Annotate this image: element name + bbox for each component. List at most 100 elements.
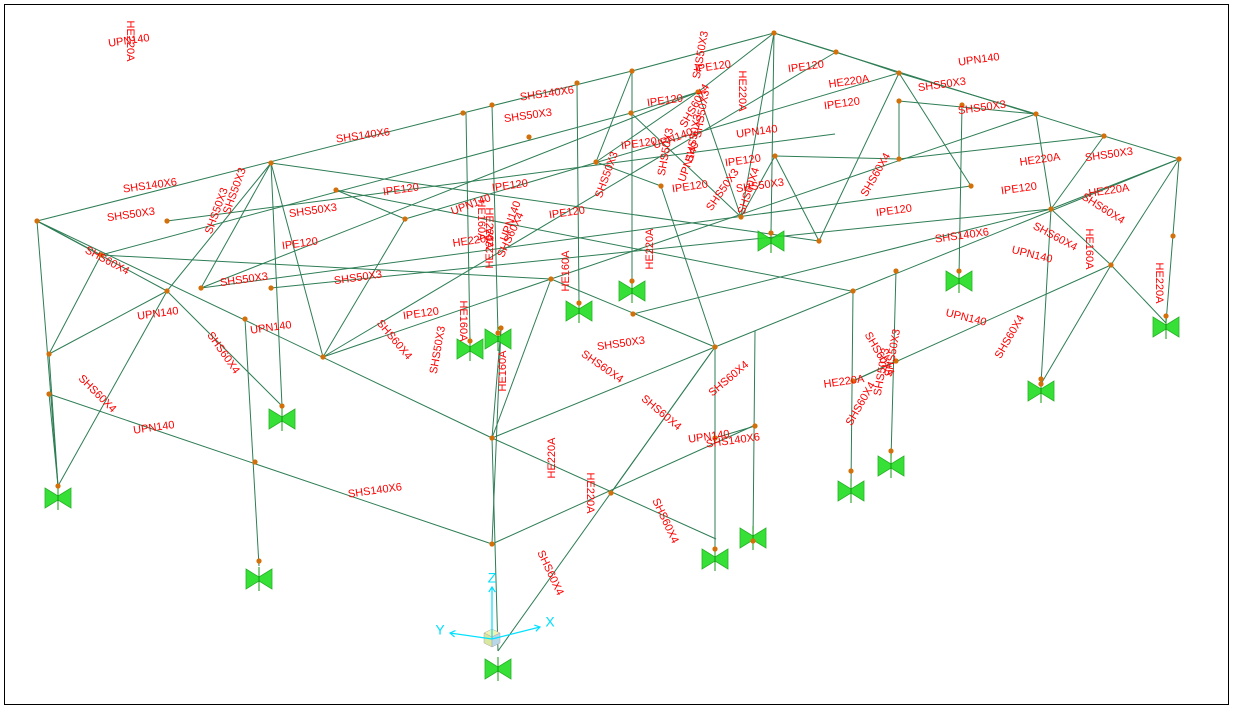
joint[interactable] xyxy=(55,483,61,489)
frame-member[interactable] xyxy=(1103,135,1180,160)
frame-member[interactable] xyxy=(898,72,972,187)
joint[interactable] xyxy=(495,330,501,336)
frame-member[interactable] xyxy=(697,32,775,93)
joint[interactable] xyxy=(816,238,822,244)
frame-member[interactable] xyxy=(322,51,837,358)
joint[interactable] xyxy=(896,156,902,162)
joint[interactable] xyxy=(1038,376,1044,382)
joint[interactable] xyxy=(593,159,599,165)
support-icon[interactable] xyxy=(1152,315,1180,339)
frame-member[interactable] xyxy=(322,218,406,358)
joint[interactable] xyxy=(608,490,614,496)
frame-member[interactable] xyxy=(595,70,633,163)
joint[interactable] xyxy=(1170,233,1176,239)
frame-member[interactable] xyxy=(576,82,580,304)
frame-member[interactable] xyxy=(48,353,59,487)
structural-model-view[interactable]: SHS140X6SHS50X3SHS140X6SHS50X3SHS140X6SH… xyxy=(5,5,1230,706)
joint[interactable] xyxy=(1176,156,1182,162)
joint[interactable] xyxy=(771,30,777,36)
frame-member[interactable] xyxy=(404,72,900,220)
joint[interactable] xyxy=(268,285,274,291)
frame-member[interactable] xyxy=(958,104,963,278)
joint[interactable] xyxy=(850,378,856,384)
joint[interactable] xyxy=(489,541,495,547)
support-icon[interactable] xyxy=(484,657,512,681)
joint[interactable] xyxy=(1163,313,1169,319)
frame-member[interactable] xyxy=(835,51,900,74)
joint[interactable] xyxy=(252,459,258,465)
joint[interactable] xyxy=(1033,111,1039,117)
joint[interactable] xyxy=(695,89,701,95)
joint[interactable] xyxy=(320,354,326,360)
support-icon[interactable] xyxy=(739,526,767,550)
frame-member[interactable] xyxy=(100,112,632,256)
frame-member[interactable] xyxy=(595,161,662,187)
frame-member[interactable] xyxy=(890,270,897,460)
frame-member[interactable] xyxy=(714,425,756,439)
joint[interactable] xyxy=(712,435,718,441)
frame-member[interactable] xyxy=(57,290,168,487)
frame-member[interactable] xyxy=(491,437,499,652)
joint[interactable] xyxy=(1101,133,1107,139)
joint[interactable] xyxy=(498,325,504,331)
joint[interactable] xyxy=(959,102,965,108)
frame-member[interactable] xyxy=(818,72,900,242)
frame-member[interactable] xyxy=(244,318,260,567)
frame-member[interactable] xyxy=(166,290,283,407)
joint[interactable] xyxy=(772,153,778,159)
frame-member[interactable] xyxy=(898,135,1105,160)
joint[interactable] xyxy=(752,423,758,429)
joint[interactable] xyxy=(629,68,635,74)
frame-member[interactable] xyxy=(166,133,836,222)
joint[interactable] xyxy=(256,558,262,564)
joint[interactable] xyxy=(850,288,856,294)
joint[interactable] xyxy=(738,214,744,220)
frame-member[interactable] xyxy=(491,278,552,439)
joint[interactable] xyxy=(750,538,756,544)
joint[interactable] xyxy=(968,183,974,189)
frame-member[interactable] xyxy=(898,100,1037,115)
frame-member[interactable] xyxy=(491,346,716,439)
frame-member[interactable] xyxy=(270,162,283,407)
joint[interactable] xyxy=(833,49,839,55)
support-icon[interactable] xyxy=(245,567,273,591)
frame-member[interactable] xyxy=(852,360,897,382)
joint[interactable] xyxy=(164,288,170,294)
joint[interactable] xyxy=(630,311,636,317)
joint[interactable] xyxy=(489,435,495,441)
frame-member[interactable] xyxy=(850,290,854,487)
frame-member[interactable] xyxy=(630,91,699,114)
frame-member[interactable] xyxy=(595,91,699,163)
joint[interactable] xyxy=(1038,381,1044,387)
frame-member[interactable] xyxy=(200,91,699,289)
support-icon[interactable] xyxy=(877,454,905,478)
joint[interactable] xyxy=(164,218,170,224)
frame-member[interactable] xyxy=(491,104,499,334)
joint[interactable] xyxy=(242,316,248,322)
joint[interactable] xyxy=(848,468,854,474)
frame-member[interactable] xyxy=(335,189,852,292)
frame-member[interactable] xyxy=(48,254,102,355)
joint[interactable] xyxy=(956,268,962,274)
joint[interactable] xyxy=(333,187,339,193)
frame-member[interactable] xyxy=(1040,208,1052,385)
joint[interactable] xyxy=(628,110,634,116)
frame-member[interactable] xyxy=(697,91,742,218)
joint[interactable] xyxy=(279,403,285,409)
joint[interactable] xyxy=(460,110,466,116)
joint[interactable] xyxy=(658,183,664,189)
support-icon[interactable] xyxy=(268,407,296,431)
joint[interactable] xyxy=(467,338,473,344)
frame-member[interactable] xyxy=(1110,264,1167,324)
joint[interactable] xyxy=(268,160,274,166)
frame-member[interactable] xyxy=(752,330,756,542)
frame-member[interactable] xyxy=(166,162,272,292)
joint[interactable] xyxy=(46,351,52,357)
joint[interactable] xyxy=(768,230,774,236)
frame-member[interactable] xyxy=(630,112,742,218)
joint[interactable] xyxy=(712,546,718,552)
frame-member[interactable] xyxy=(48,393,493,545)
joint[interactable] xyxy=(629,278,635,284)
frame-member[interactable] xyxy=(270,162,820,242)
